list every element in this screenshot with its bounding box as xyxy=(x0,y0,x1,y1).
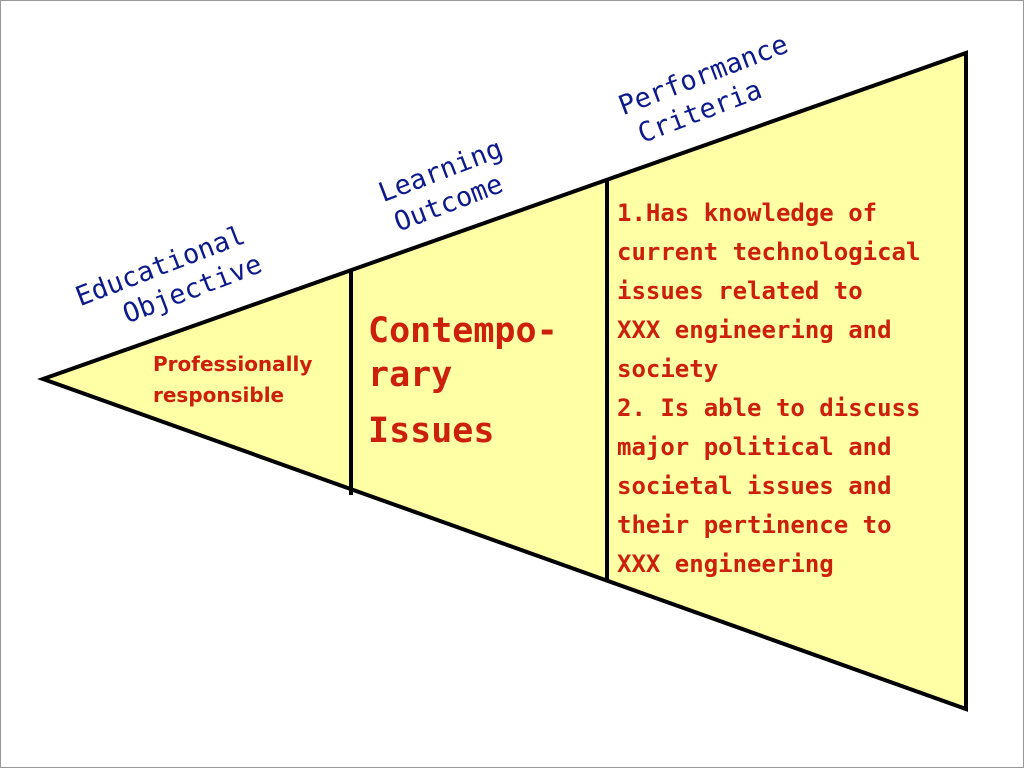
learning-outcome-text: Contempo- rary Issues xyxy=(368,303,558,459)
criteria-line-6: 2. Is able to discuss xyxy=(617,394,921,422)
criteria-line-8: societal issues and xyxy=(617,472,892,500)
criteria-line-9: their pertinence to xyxy=(617,511,892,539)
learning-outcome-text-line-1: Contempo- xyxy=(368,311,558,351)
learning-outcome-text-line-2: rary xyxy=(368,355,453,395)
educational-objective-text-line-1: Professionally xyxy=(153,352,313,376)
criteria-line-10: XXX engineering xyxy=(617,550,834,578)
funnel-shape xyxy=(37,50,968,712)
performance-criteria-text: 1.Has knowledge of current technological… xyxy=(617,194,920,584)
educational-objective-text: Professionally responsible xyxy=(153,349,312,411)
criteria-line-2: current technological xyxy=(617,238,921,266)
criteria-line-5: society xyxy=(617,355,719,383)
criteria-line-7: major political and xyxy=(617,433,892,461)
criteria-line-4: XXX engineering and xyxy=(617,316,892,344)
learning-outcome-text-line-3: Issues xyxy=(368,411,495,451)
criteria-line-1: 1.Has knowledge of xyxy=(617,199,878,227)
criteria-line-3: issues related to xyxy=(617,277,863,305)
educational-objective-text-line-2: responsible xyxy=(153,383,285,407)
